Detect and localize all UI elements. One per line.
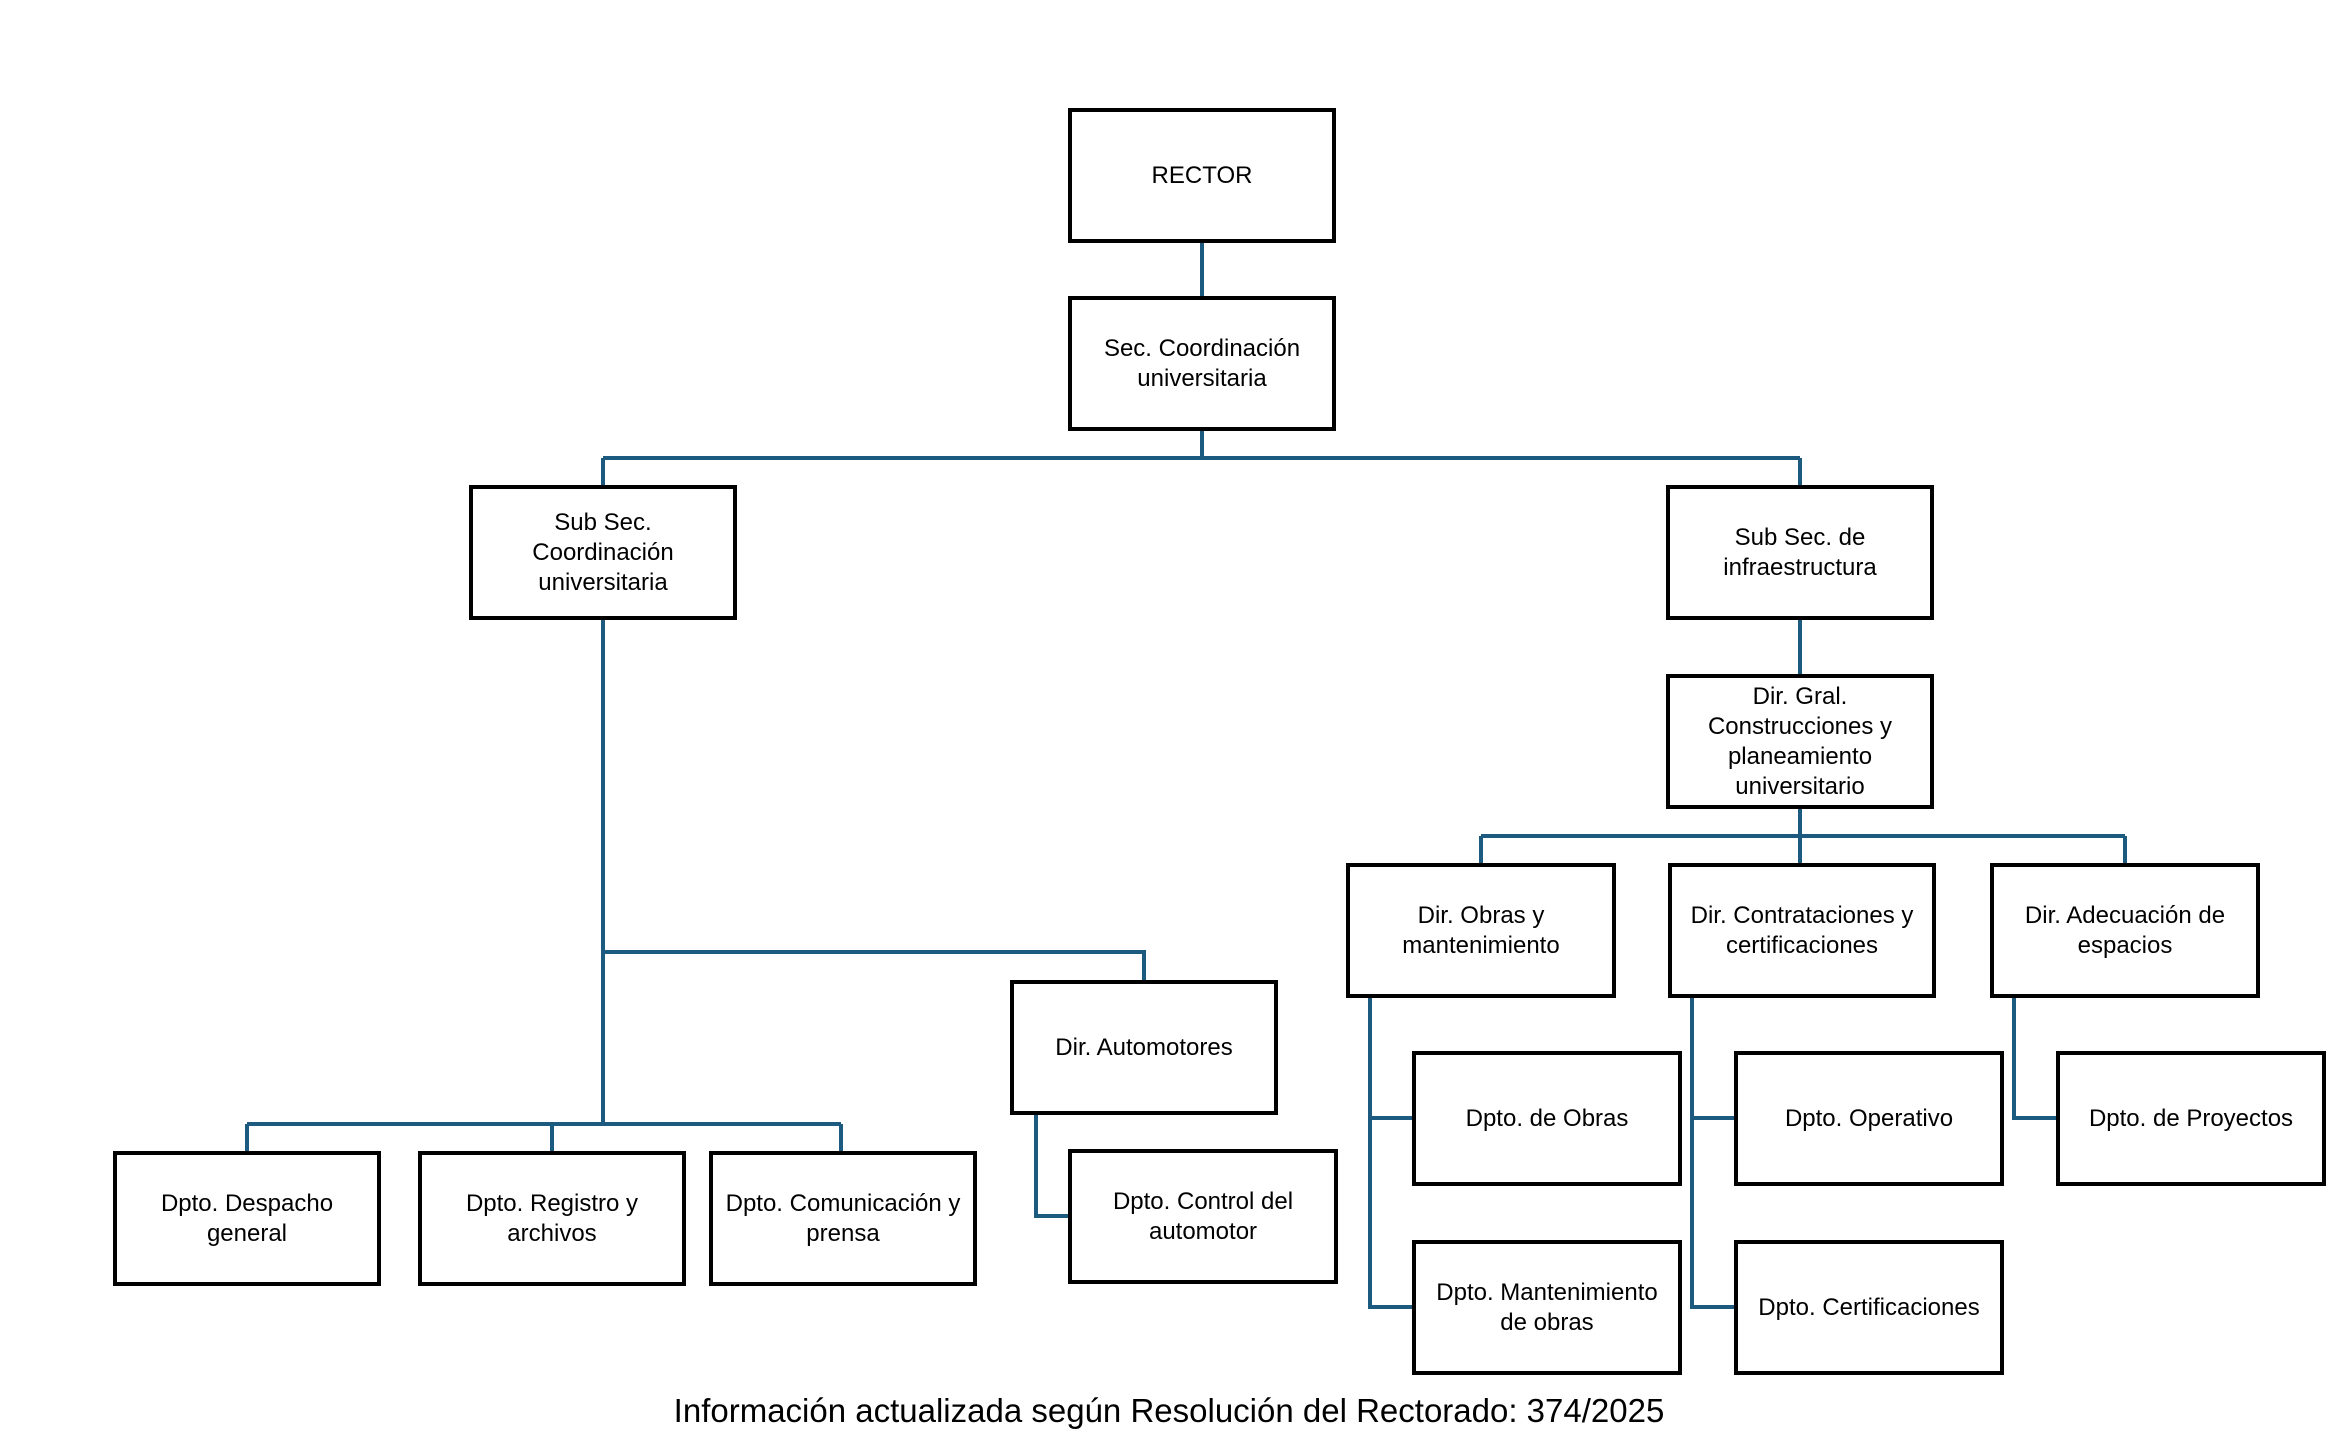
node-dpto-control-automotor: Dpto. Control del automotor [1068,1149,1338,1284]
resolution-footnote: Información actualizada según Resolución… [673,1392,1665,1429]
node-dpto-mantenimiento: Dpto. Mantenimiento de obras [1412,1240,1682,1375]
node-rector: RECTOR [1068,108,1336,243]
node-dpto-proyectos: Dpto. de Proyectos [2056,1051,2326,1186]
node-dpto-obras: Dpto. de Obras [1412,1051,1682,1186]
connector-line [1690,998,1734,1309]
node-dir-gral-construcciones: Dir. Gral. Construcciones y planeamiento… [1666,674,1934,809]
node-dir-automotores: Dir. Automotores [1010,980,1278,1115]
node-dir-obras: Dir. Obras y mantenimiento [1346,863,1616,998]
connector-line [1368,998,1412,1309]
node-dpto-despacho: Dpto. Despacho general [113,1151,381,1286]
node-dpto-registro: Dpto. Registro y archivos [418,1151,686,1286]
node-dpto-operativo: Dpto. Operativo [1734,1051,2004,1186]
node-dpto-comunicacion: Dpto. Comunicación y prensa [709,1151,977,1286]
connector-line [1034,1115,1068,1218]
node-sub-sec-infraestructura: Sub Sec. de infraestructura [1666,485,1934,620]
node-dir-adecuacion: Dir. Adecuación de espacios [1990,863,2260,998]
connector-line [2012,998,2056,1120]
connector-line [603,950,1146,980]
node-dpto-certificaciones: Dpto. Certificaciones [1734,1240,2004,1375]
node-sec-coordinacion: Sec. Coordinación universitaria [1068,296,1336,431]
node-sub-sec-coordinacion: Sub Sec. Coordinación universitaria [469,485,737,620]
node-dir-contrataciones: Dir. Contrataciones y certificaciones [1668,863,1936,998]
